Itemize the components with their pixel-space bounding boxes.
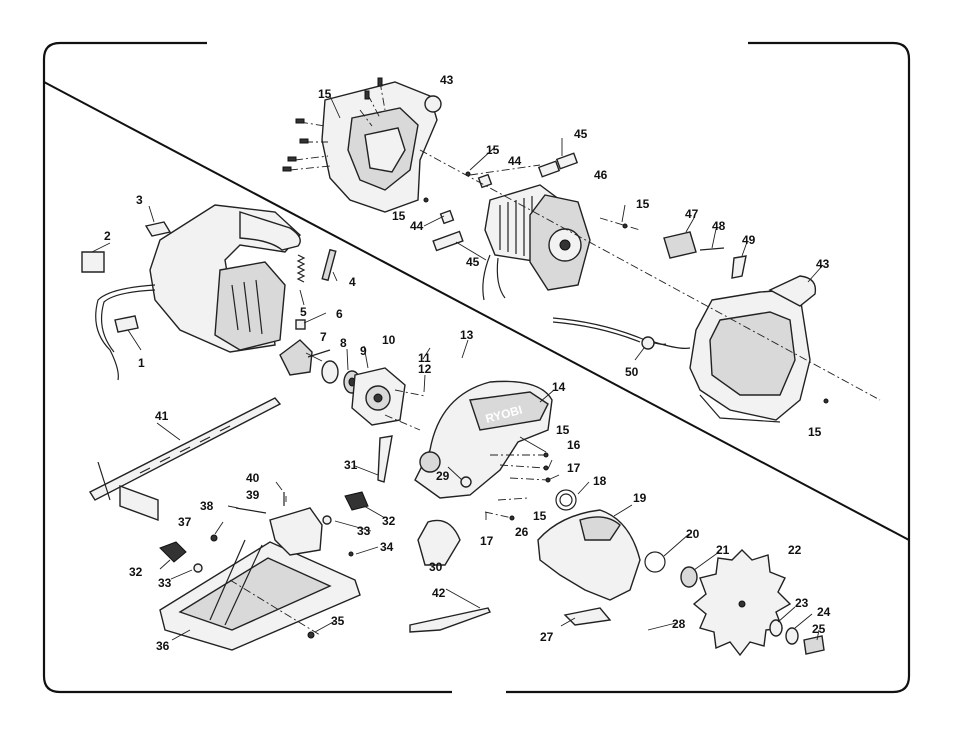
part-label: 37 <box>178 515 192 529</box>
lower-guard <box>537 509 641 626</box>
part-label: 43 <box>816 257 830 271</box>
motor-housing-top <box>321 81 442 213</box>
part-label: 22 <box>788 543 802 557</box>
part-label: 45 <box>574 127 588 141</box>
part-label: 10 <box>382 333 396 347</box>
part-label: 13 <box>460 328 474 342</box>
dust-port-and-lever <box>377 435 491 633</box>
part-label: 42 <box>432 586 446 600</box>
part-label: 50 <box>625 365 639 379</box>
upper-guard: RYOBI <box>414 380 553 499</box>
part-label: 19 <box>633 491 647 505</box>
part-label: 14 <box>552 380 566 394</box>
diagram-frame <box>42 41 911 694</box>
motor-housing-rear <box>689 275 829 423</box>
part-label: 17 <box>480 534 494 548</box>
part-label: 8 <box>340 336 347 350</box>
part-label: 17 <box>567 461 581 475</box>
part-label: 32 <box>129 565 143 579</box>
part-label: 9 <box>360 344 367 358</box>
lower-guard-spring <box>555 489 577 511</box>
part-label: 25 <box>812 622 826 636</box>
base-plate <box>159 507 361 651</box>
part-label: 33 <box>158 576 172 590</box>
part-label: 43 <box>440 73 454 87</box>
part-label: 36 <box>156 639 170 653</box>
housing-screws-top <box>282 77 386 172</box>
knobs-and-screws <box>159 491 369 639</box>
part-label: 47 <box>685 207 699 221</box>
part-label: 27 <box>540 630 554 644</box>
part-label: 1 <box>138 356 145 370</box>
part-label: 39 <box>246 488 260 502</box>
part-label: 15 <box>808 425 822 439</box>
part-number-labels: 1 2 3 4 5 6 7 8 9 10 11 12 13 14 15 15 1… <box>104 73 831 653</box>
part-label: 48 <box>712 219 726 233</box>
part-label: 28 <box>672 617 686 631</box>
part-label: 23 <box>795 596 809 610</box>
part-label: 32 <box>382 514 396 528</box>
part-label: 21 <box>716 543 730 557</box>
part-label: 49 <box>742 233 756 247</box>
part-label: 45 <box>466 255 480 269</box>
part-label: 33 <box>357 524 371 538</box>
part-label: 4 <box>349 275 356 289</box>
blade-and-hardware <box>644 549 825 657</box>
spring-and-pin <box>295 248 337 330</box>
part-label: 26 <box>515 525 529 539</box>
part-label: 12 <box>418 362 432 376</box>
part-label: 15 <box>556 423 570 437</box>
part-label: 7 <box>320 330 327 344</box>
part-label: 5 <box>300 305 307 319</box>
part-label: 15 <box>318 87 332 101</box>
section-divider-line <box>43 81 910 541</box>
part-label: 16 <box>567 438 581 452</box>
label-plates-left <box>81 221 172 333</box>
rip-fence <box>89 397 282 522</box>
part-label: 15 <box>636 197 650 211</box>
part-label: 41 <box>155 409 169 423</box>
part-label: 44 <box>508 154 522 168</box>
power-cord-front <box>95 284 156 381</box>
brush-holder-parts <box>423 152 628 252</box>
part-label: 15 <box>533 509 547 523</box>
motor-field-assembly <box>482 184 591 301</box>
saw-motor-assembly <box>149 204 301 353</box>
part-label: 24 <box>817 605 831 619</box>
part-label: 31 <box>344 458 358 472</box>
part-label: 30 <box>429 560 443 574</box>
part-label: 38 <box>200 499 214 513</box>
part-label: 11 <box>418 351 431 365</box>
part-label: 46 <box>594 168 608 182</box>
axis-dashes-top <box>419 149 881 401</box>
part-label: 44 <box>410 219 424 233</box>
part-label: 15 <box>392 209 406 223</box>
part-label: 40 <box>246 471 260 485</box>
switch-parts <box>663 231 747 279</box>
gear-housing-plate <box>351 367 426 431</box>
guard-screws <box>460 452 551 521</box>
leader-lines <box>91 95 824 641</box>
part-label: 3 <box>136 193 143 207</box>
part-label: 34 <box>380 540 394 554</box>
part-label: 29 <box>436 469 450 483</box>
part-label: 35 <box>331 614 345 628</box>
part-label: 6 <box>336 307 343 321</box>
part-label: 15 <box>486 143 500 157</box>
power-cord-rear <box>552 317 691 350</box>
part-label: 18 <box>593 474 607 488</box>
part-label: 2 <box>104 229 111 243</box>
part-label: 20 <box>686 527 700 541</box>
